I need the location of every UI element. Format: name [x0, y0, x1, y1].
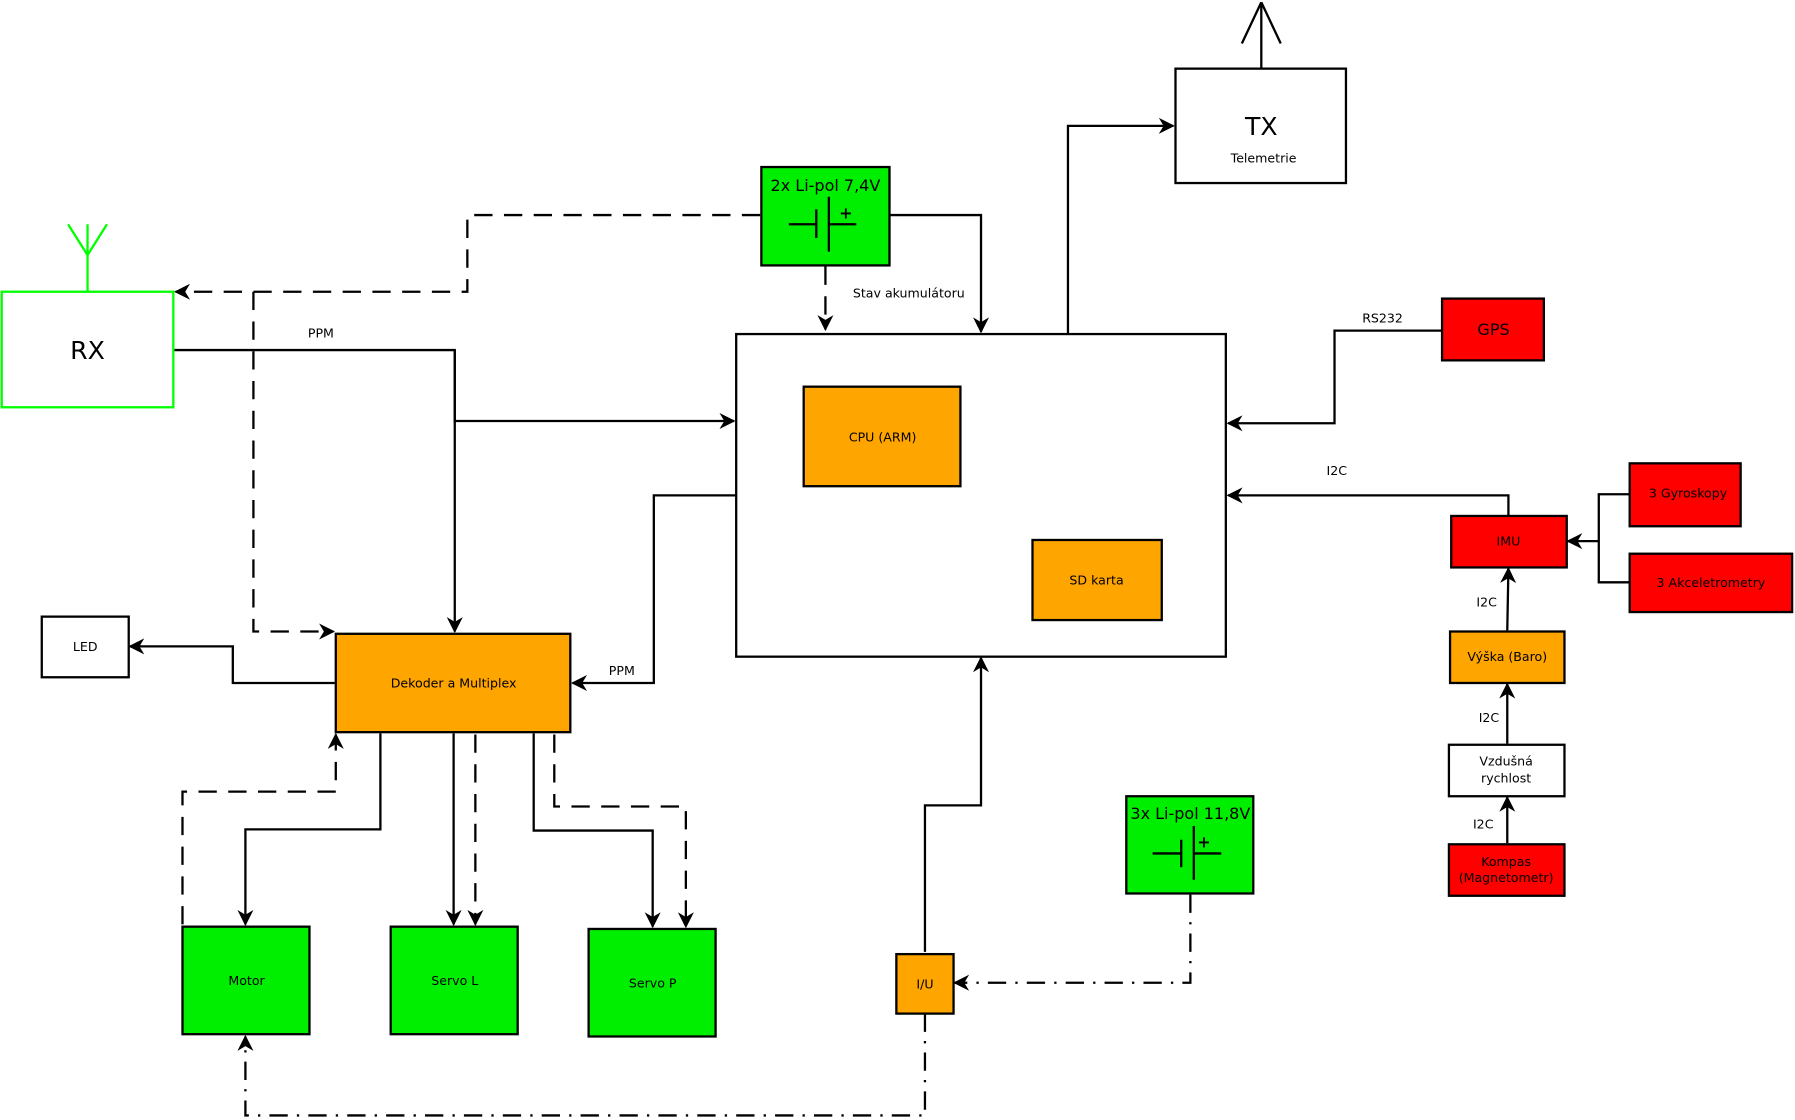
accel-label: 3 Akceletrometry [1656, 575, 1765, 590]
edge-label-battery-state: Stav akumulátoru [853, 285, 965, 300]
airspeed-label-line2: rychlost [1481, 771, 1531, 786]
led-label: LED [73, 639, 98, 654]
imu-block[interactable]: IMU [1450, 514, 1568, 569]
gps-block[interactable]: GPS [1440, 297, 1546, 362]
imu-label: IMU [1497, 534, 1521, 549]
sd-block[interactable]: SD karta [1031, 538, 1163, 622]
servo-p-label: Servo P [629, 975, 677, 990]
battery-main-block[interactable]: 2x Li-pol 7,4V + [760, 165, 891, 267]
rx-antenna-icon [67, 223, 108, 292]
cpu-block[interactable]: CPU (ARM) [802, 385, 962, 488]
dash-motor-decoder [181, 732, 344, 925]
edge-label-ppm-decoder: PPM [609, 663, 635, 678]
accel-block[interactable]: 3 Akceletrometry [1628, 552, 1794, 614]
gyro-block[interactable]: 3 Gyroskopy [1628, 462, 1742, 528]
wire-baro-imu [1500, 566, 1517, 631]
dashdot-connections [237, 894, 1192, 1117]
airspeed-block[interactable]: Vzdušná rychlost [1447, 743, 1566, 798]
wire-iu-board [923, 656, 990, 952]
baro-label: Výška (Baro) [1467, 649, 1547, 664]
battery-symbol-icon: + [1152, 825, 1222, 880]
dashdot-battery-iu [953, 894, 1192, 991]
led-block[interactable]: LED [40, 615, 130, 679]
wire-battery-main-board [889, 213, 990, 334]
sd-label: SD karta [1069, 573, 1123, 588]
compass-label-line2: (Magnetometr) [1459, 870, 1554, 885]
tx-sublabel: Telemetrie [1230, 150, 1297, 165]
motor-label: Motor [228, 973, 265, 988]
battery-symbol-icon: + [788, 196, 857, 252]
decoder-block[interactable]: Dekoder a Multiplex [334, 632, 572, 734]
servo-l-block[interactable]: Servo L [389, 925, 519, 1036]
wire-gyro-imu [1597, 493, 1630, 584]
motor-block[interactable]: Motor [181, 925, 311, 1036]
decoder-label: Dekoder a Multiplex [391, 676, 517, 691]
gps-label: GPS [1477, 320, 1509, 339]
gyro-label: 3 Gyroskopy [1649, 486, 1728, 501]
battery-main-label: 2x Li-pol 7,4V [771, 176, 881, 195]
tx-antenna-icon [1240, 1, 1282, 69]
wire-decoder-motor [237, 733, 382, 926]
wire-decoder-servo-p [532, 733, 661, 929]
rx-block[interactable]: RX [0, 223, 175, 409]
dashed-connections [174, 213, 834, 929]
battery-motor-label: 3x Li-pol 11,8V [1130, 804, 1250, 823]
edge-label-i2c-compass-air: I2C [1473, 816, 1494, 831]
battery-motor-block[interactable]: 3x Li-pol 11,8V + [1125, 795, 1255, 895]
compass-block[interactable]: Kompas (Magnetometr) [1447, 843, 1566, 897]
tx-label: TX [1244, 112, 1278, 141]
dash-decoder-servo-p [553, 734, 694, 929]
wire-gps-board [1226, 329, 1443, 432]
wire-imu-board [1226, 487, 1510, 516]
tx-block[interactable]: TX Telemetrie [1174, 67, 1348, 185]
edge-label-ppm-rx: PPM [308, 325, 334, 340]
svg-text:+: + [1197, 833, 1210, 852]
servo-p-block[interactable]: Servo P [587, 927, 717, 1038]
rx-label: RX [70, 336, 105, 365]
dash-rx-decoder [252, 291, 336, 640]
airspeed-label-line1: Vzdušná [1479, 753, 1532, 768]
solid-connections [128, 1, 1630, 952]
edge-label-i2c-baro-imu: I2C [1476, 594, 1497, 609]
edge-label-i2c-air-baro: I2C [1479, 710, 1500, 725]
cpu-label: CPU (ARM) [849, 430, 917, 445]
baro-block[interactable]: Výška (Baro) [1448, 630, 1566, 685]
edge-label-i2c-imu: I2C [1327, 463, 1348, 478]
wire-board-decoder-ppm [570, 494, 737, 691]
edge-label-rs232: RS232 [1362, 311, 1403, 326]
wire-decoder-led [128, 638, 335, 685]
dash-battery-rx [174, 213, 761, 300]
iu-block[interactable]: I/U [895, 952, 955, 1015]
iu-label: I/U [916, 976, 933, 991]
compass-label-line1: Kompas [1481, 854, 1531, 869]
servo-l-label: Servo L [431, 973, 478, 988]
dashdot-iu-motor [237, 1013, 927, 1117]
svg-text:+: + [839, 204, 852, 223]
